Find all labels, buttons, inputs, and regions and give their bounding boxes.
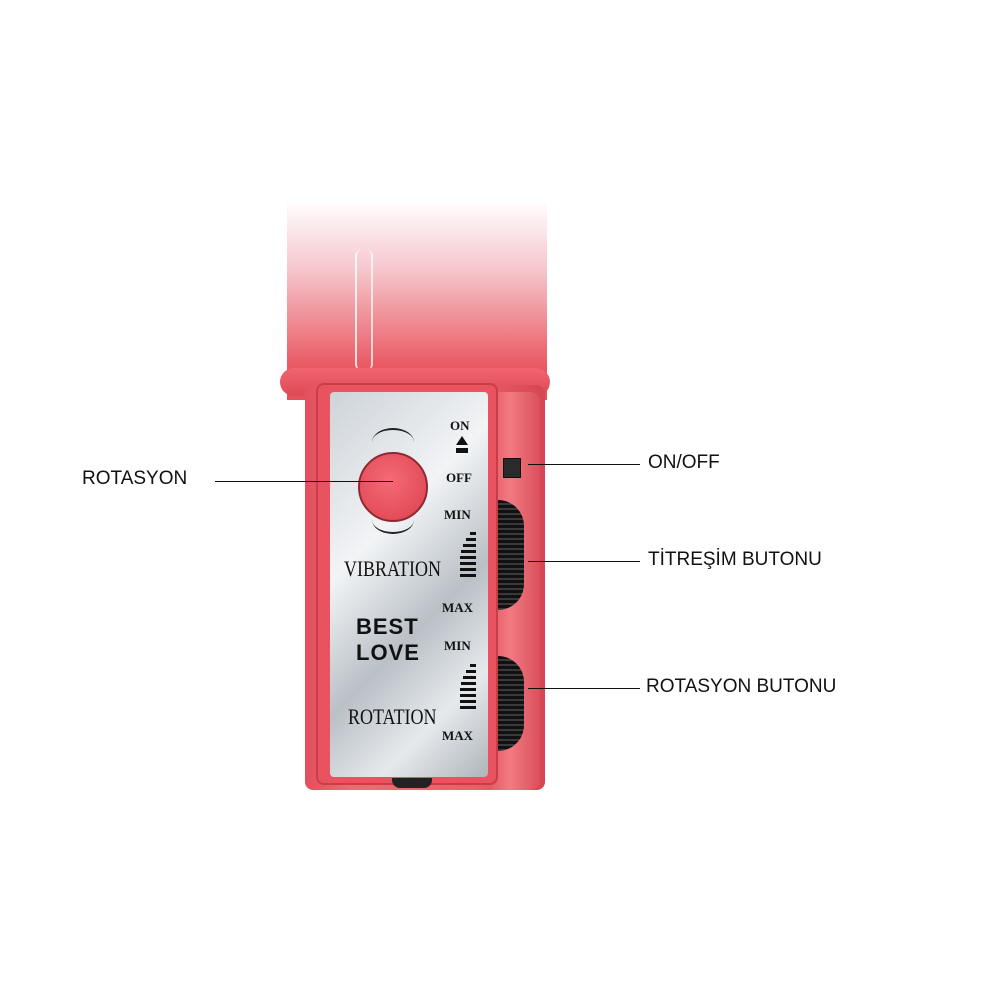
callout-line-rotasyon [215, 481, 393, 482]
rotation-max-label: MAX [442, 728, 474, 743]
vibration-min-label: MIN [444, 507, 471, 522]
rotation-label: ROTATION [348, 704, 437, 729]
rotation-direction-button[interactable] [358, 452, 428, 522]
bottom-knob [392, 778, 432, 788]
vibration-wheel[interactable] [498, 500, 524, 610]
rotation-arc-top-icon [372, 428, 414, 442]
off-label: OFF [446, 470, 472, 485]
on-off-switch[interactable] [503, 458, 521, 478]
rotation-level-bars-icon [454, 664, 476, 712]
rotation-arc-bottom-icon [372, 520, 414, 534]
rotation-min-label: MIN [444, 638, 471, 653]
callout-label-titresim: TİTREŞİM BUTONU [648, 549, 822, 570]
on-label: ON [450, 418, 470, 433]
callout-label-rotasyon-butonu: ROTASYON BUTONU [646, 676, 837, 697]
callout-line-on-off [528, 464, 640, 465]
brand-logo: BEST LOVE [356, 614, 420, 665]
callout-line-rotasyon-butonu [528, 688, 640, 689]
callout-line-titresim [528, 561, 640, 562]
on-off-arrow-icon [456, 436, 468, 445]
device-shaft [287, 200, 547, 400]
vibration-level-bars-icon [454, 532, 476, 580]
vibration-max-label: MAX [442, 600, 474, 615]
rotation-wheel[interactable] [498, 656, 524, 751]
vibration-label: VIBRATION [344, 556, 441, 581]
on-off-bar-icon [456, 448, 468, 453]
wire-tube [355, 250, 373, 370]
callout-label-on-off: ON/OFF [648, 452, 720, 473]
callout-label-rotasyon: ROTASYON [82, 468, 188, 489]
